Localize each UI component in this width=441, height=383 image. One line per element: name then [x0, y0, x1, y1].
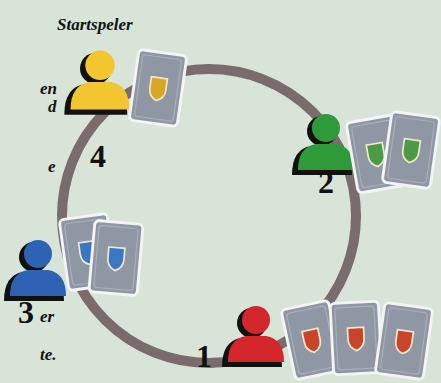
- player-number: 1: [196, 340, 212, 372]
- card: [330, 301, 382, 375]
- player-number: 2: [318, 166, 334, 198]
- note-text: er: [40, 308, 54, 325]
- note-text: e: [48, 158, 56, 175]
- player-number: 4: [90, 140, 106, 172]
- note-text: d: [48, 98, 57, 115]
- card: [375, 302, 433, 379]
- card: [129, 49, 187, 126]
- player-figure: [64, 51, 129, 115]
- card: [382, 111, 440, 188]
- note-text: Startspeler: [57, 16, 133, 33]
- note-text: en: [40, 80, 57, 97]
- note-text: te.: [40, 346, 57, 363]
- card: [89, 220, 143, 295]
- player-figure: [222, 306, 284, 367]
- player-number: 3: [18, 296, 34, 328]
- player-figure: [4, 240, 66, 301]
